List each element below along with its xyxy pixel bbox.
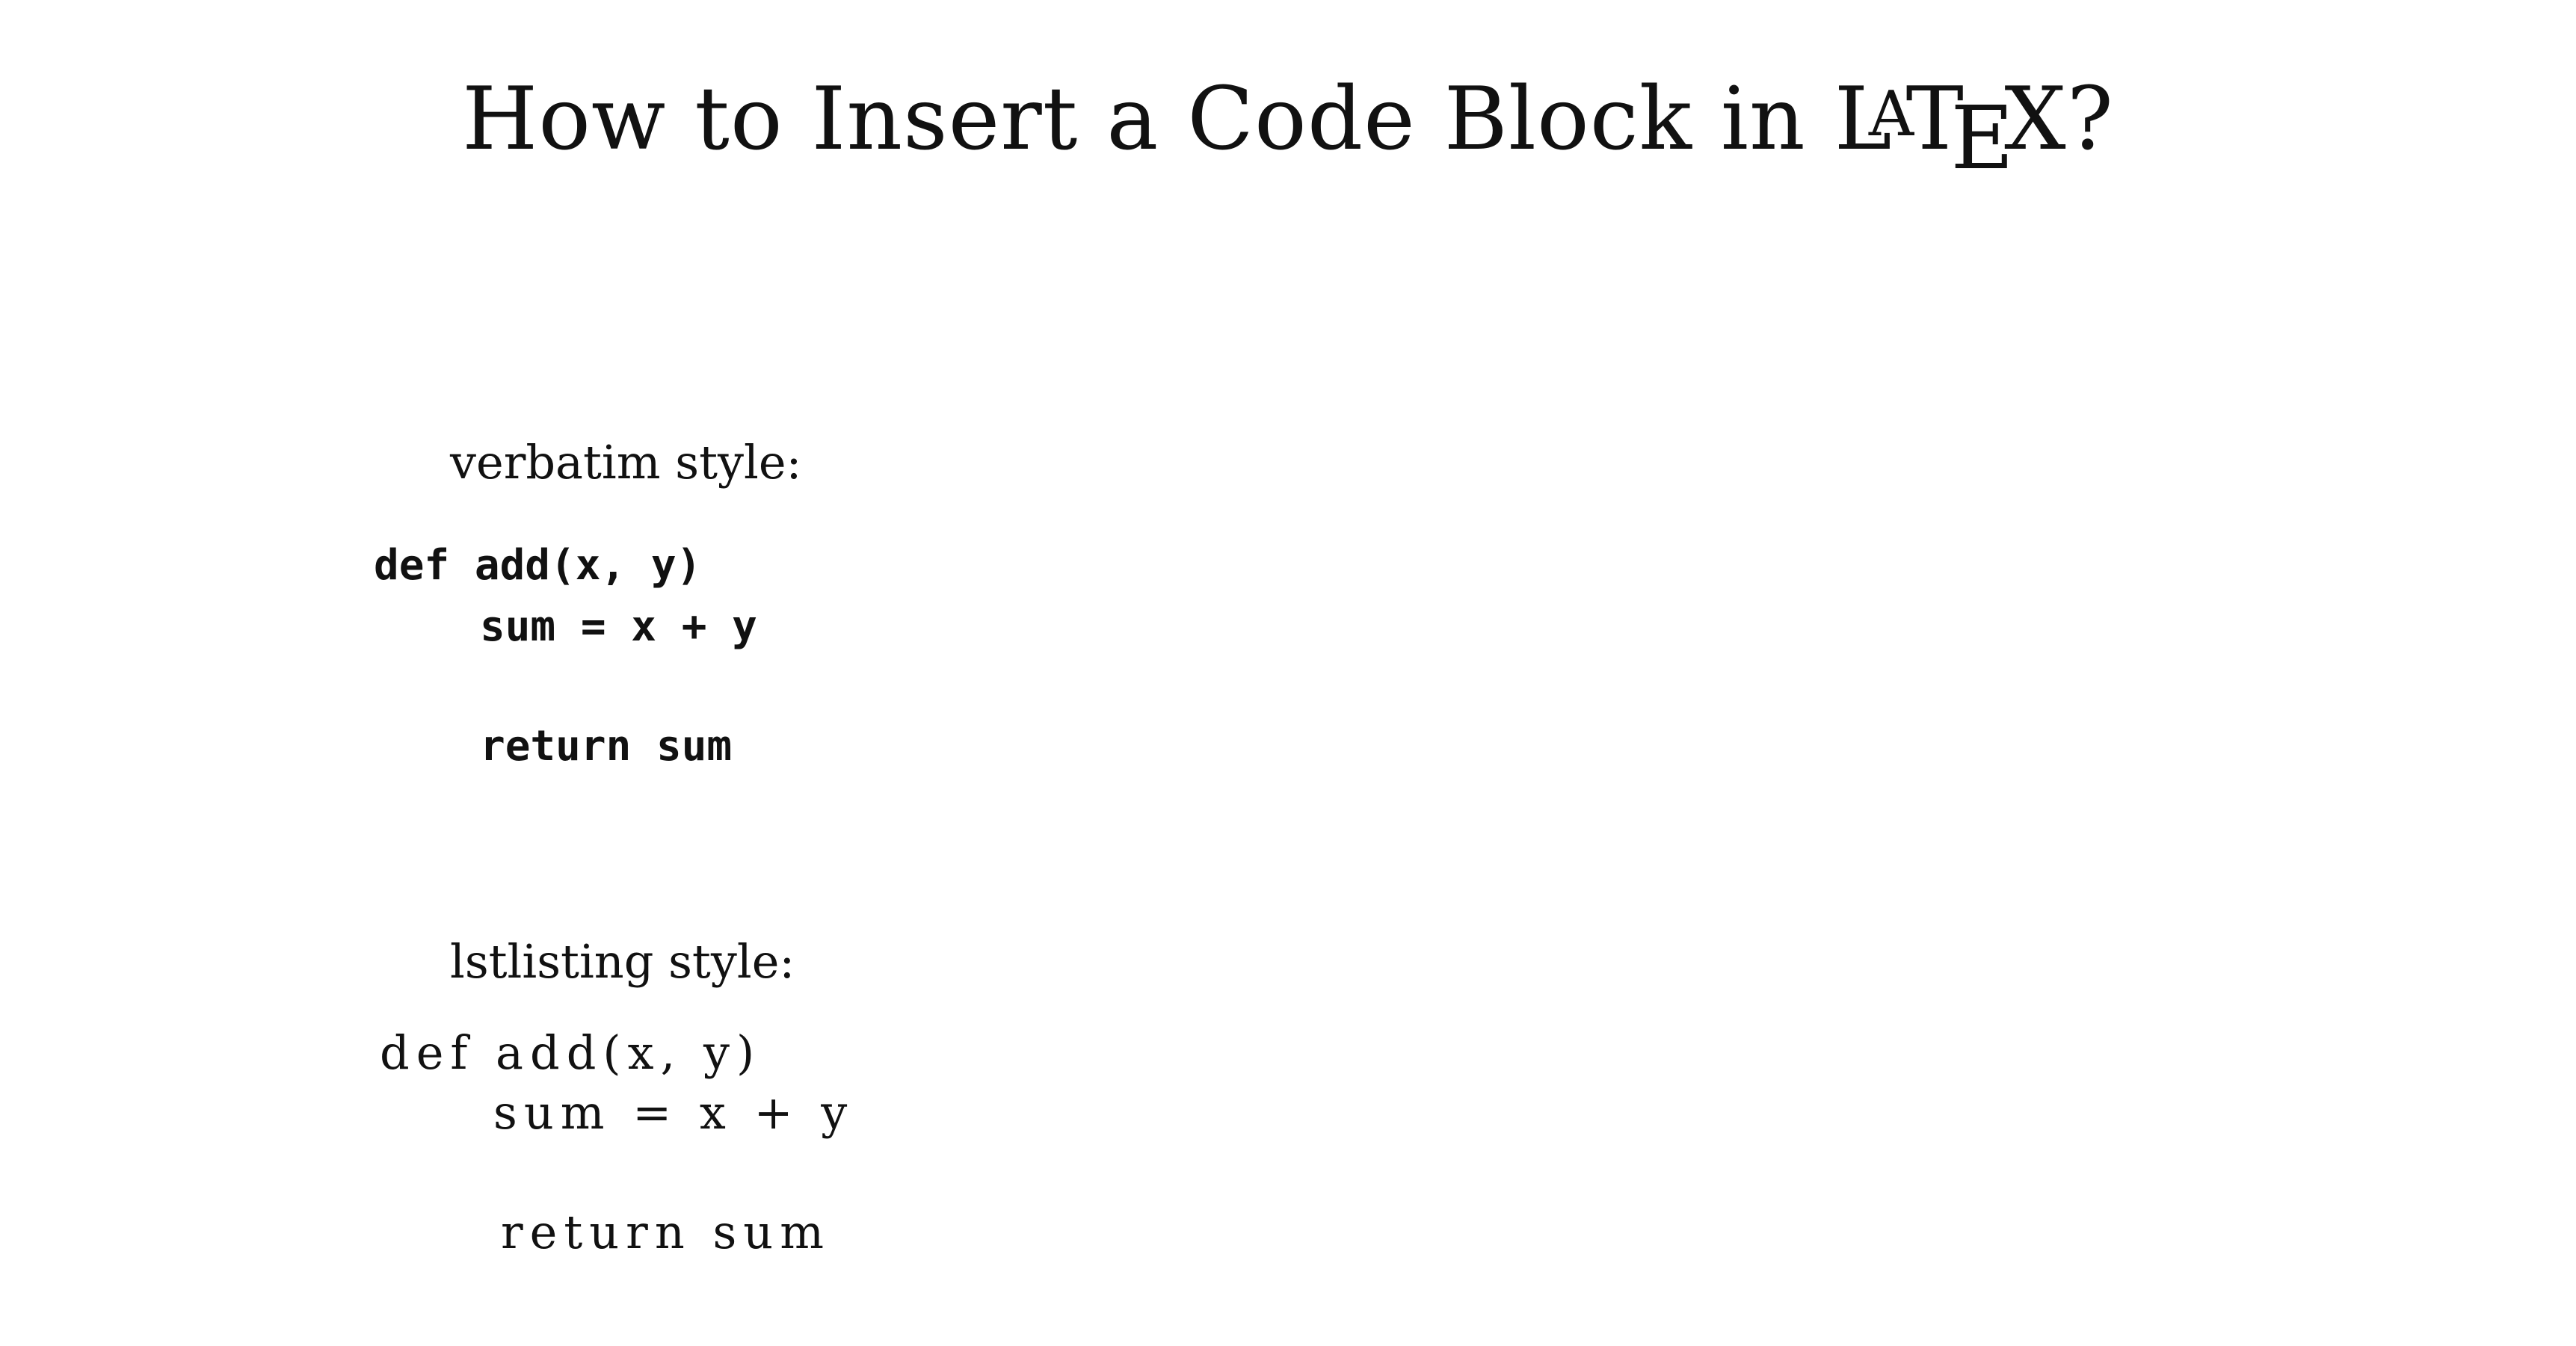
lstlisting-code-line: def add(x, y) <box>380 1025 762 1080</box>
latex-logo-e: E <box>1950 87 2015 189</box>
lstlisting-style-label: lstlisting style: <box>450 934 795 989</box>
latex-logo-t: T <box>1905 69 1965 170</box>
verbatim-code-line: sum = x + y <box>480 602 757 651</box>
title-prefix: How to Insert a Code Block in <box>462 69 1834 170</box>
lstlisting-code-line: return sum <box>501 1205 831 1259</box>
verbatim-code-line: def add(x, y) <box>374 541 702 590</box>
page-title: How to Insert a Code Block in LATEX? <box>0 69 2576 189</box>
verbatim-style-label: verbatim style: <box>450 435 802 490</box>
latex-logo-l: L <box>1834 69 1893 170</box>
latex-logo-x: X <box>2004 69 2067 170</box>
lstlisting-code-line: sum = x + y <box>493 1085 854 1140</box>
latex-logo-a: A <box>1868 76 1915 150</box>
latex-logo: LATEX <box>1834 69 2067 189</box>
title-suffix: ? <box>2066 69 2114 170</box>
verbatim-code-line: return sum <box>480 722 733 771</box>
